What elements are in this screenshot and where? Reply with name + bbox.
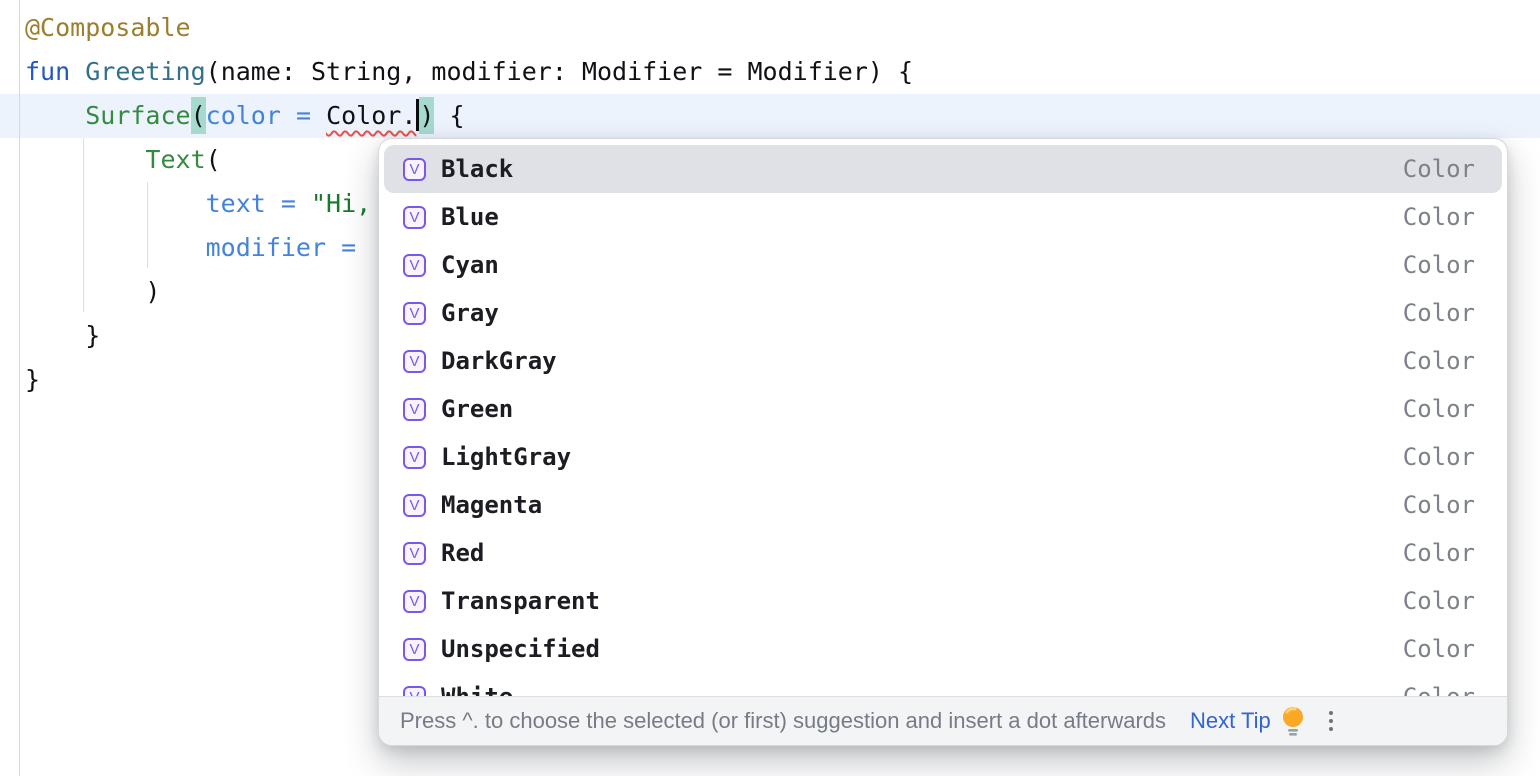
completion-item-type: Color: [1402, 443, 1475, 471]
code-segment-paren-highlight: (: [190, 97, 206, 134]
completion-item-type: Color: [1402, 155, 1475, 183]
variable-icon: V: [403, 301, 426, 325]
kebab-menu-icon[interactable]: [1328, 711, 1333, 731]
completion-item-type: Color: [1402, 347, 1475, 375]
code-line[interactable]: modifier =: [25, 226, 1540, 270]
completion-item-label: Transparent: [441, 587, 600, 615]
completion-item-label: Unspecified: [441, 635, 600, 663]
completion-item-black[interactable]: V Black Color: [384, 145, 1502, 193]
completion-item-type: Color: [1402, 587, 1475, 615]
code-segment-keyword: fun: [25, 57, 71, 86]
code-segment-plain: {: [434, 101, 465, 130]
completion-item-blue[interactable]: V Blue Color: [384, 193, 1502, 241]
completion-item-type: Color: [1402, 395, 1475, 423]
variable-icon: V: [403, 445, 426, 469]
completion-item-darkgray[interactable]: V DarkGray Color: [384, 337, 1502, 385]
variable-icon: V: [403, 493, 426, 517]
completion-popup-footer: Press ^. to choose the selected (or firs…: [379, 696, 1507, 745]
variable-icon: V: [403, 157, 426, 181]
completion-item-type: Color: [1402, 635, 1475, 663]
code-segment-plain: (name: String, modifier: Modifier = Modi…: [205, 57, 914, 86]
code-line[interactable]: }: [25, 358, 1540, 402]
variable-icon: V: [403, 589, 426, 613]
code-segment-parameter: modifier =: [205, 233, 372, 262]
completion-item-green[interactable]: V Green Color: [384, 385, 1502, 433]
variable-icon: V: [403, 205, 426, 229]
completion-item-label: Magenta: [441, 491, 543, 519]
completion-item-label: LightGray: [441, 443, 572, 471]
indent-guide: [147, 182, 148, 268]
code-segment-error: Color.: [326, 101, 417, 130]
code-line[interactable]: text = "Hi,: [25, 182, 1540, 226]
code-segment-annotation: @Composable: [25, 13, 191, 42]
variable-icon: V: [403, 637, 426, 661]
variable-icon: V: [403, 397, 426, 421]
code-segment-plain: [70, 57, 85, 86]
lightbulb-icon: [1282, 707, 1303, 736]
completion-item-type: Color: [1402, 491, 1475, 519]
completion-item-label: Gray: [441, 299, 499, 327]
text-caret: [416, 99, 420, 131]
completion-item-type: Color: [1402, 251, 1475, 279]
code-segment-composable: Surface: [85, 101, 191, 130]
code-segment-plain: [25, 233, 206, 262]
code-line[interactable]: }: [25, 314, 1540, 358]
code-segment-string: "Hi,: [310, 189, 372, 218]
completion-item-transparent[interactable]: V Transparent Color: [384, 577, 1502, 625]
code-segment-parameter: text =: [205, 189, 311, 218]
completion-item-lightgray[interactable]: V LightGray Color: [384, 433, 1502, 481]
code-line[interactable]: Surface(color = Color.) {: [25, 94, 1540, 138]
completion-item-label: DarkGray: [441, 347, 557, 375]
code-segment-plain: }: [25, 365, 41, 394]
code-segment-plain: ): [25, 277, 161, 306]
completion-item-label: Cyan: [441, 251, 499, 279]
code-segment-plain: [25, 189, 206, 218]
completion-item-label: Blue: [441, 203, 499, 231]
completion-item-type: Color: [1402, 203, 1475, 231]
gutter-separator: [19, 0, 20, 776]
completion-item-type: Color: [1402, 539, 1475, 567]
completion-item-label: Green: [441, 395, 514, 423]
code-segment-paren-highlight: ): [419, 97, 435, 134]
code-segment-plain: }: [25, 321, 101, 350]
completion-item-type: Color: [1402, 299, 1475, 327]
code-segment-plain: [25, 101, 85, 130]
code-segment-plain: [25, 145, 145, 174]
completion-item-red[interactable]: V Red Color: [384, 529, 1502, 577]
next-tip-link[interactable]: Next Tip: [1190, 708, 1271, 733]
code-line[interactable]: @Composable: [25, 6, 1540, 50]
code-line[interactable]: fun Greeting(name: String, modifier: Mod…: [25, 50, 1540, 94]
variable-icon: V: [403, 253, 426, 277]
code-segment-parameter: color =: [205, 101, 327, 130]
code-segment-composable: Text: [145, 145, 206, 174]
current-line-highlight: [0, 94, 1540, 138]
indent-guide: [83, 138, 84, 312]
code-segment-plain: (: [205, 145, 221, 174]
completion-item-label: Black: [441, 155, 514, 183]
completion-item-cyan[interactable]: V Cyan Color: [384, 241, 1502, 289]
completion-item-label: Red: [441, 539, 485, 567]
completion-item-gray[interactable]: V Gray Color: [384, 289, 1502, 337]
code-line[interactable]: ): [25, 270, 1540, 314]
code-segment-declaration: Greeting: [85, 57, 206, 86]
variable-icon: V: [403, 541, 426, 565]
variable-icon: V: [403, 349, 426, 373]
code-line[interactable]: Text(: [25, 138, 1540, 182]
footer-hint-text: Press ^. to choose the selected (or firs…: [400, 708, 1167, 733]
completion-item-unspecified[interactable]: V Unspecified Color: [384, 625, 1502, 673]
completion-item-magenta[interactable]: V Magenta Color: [384, 481, 1502, 529]
